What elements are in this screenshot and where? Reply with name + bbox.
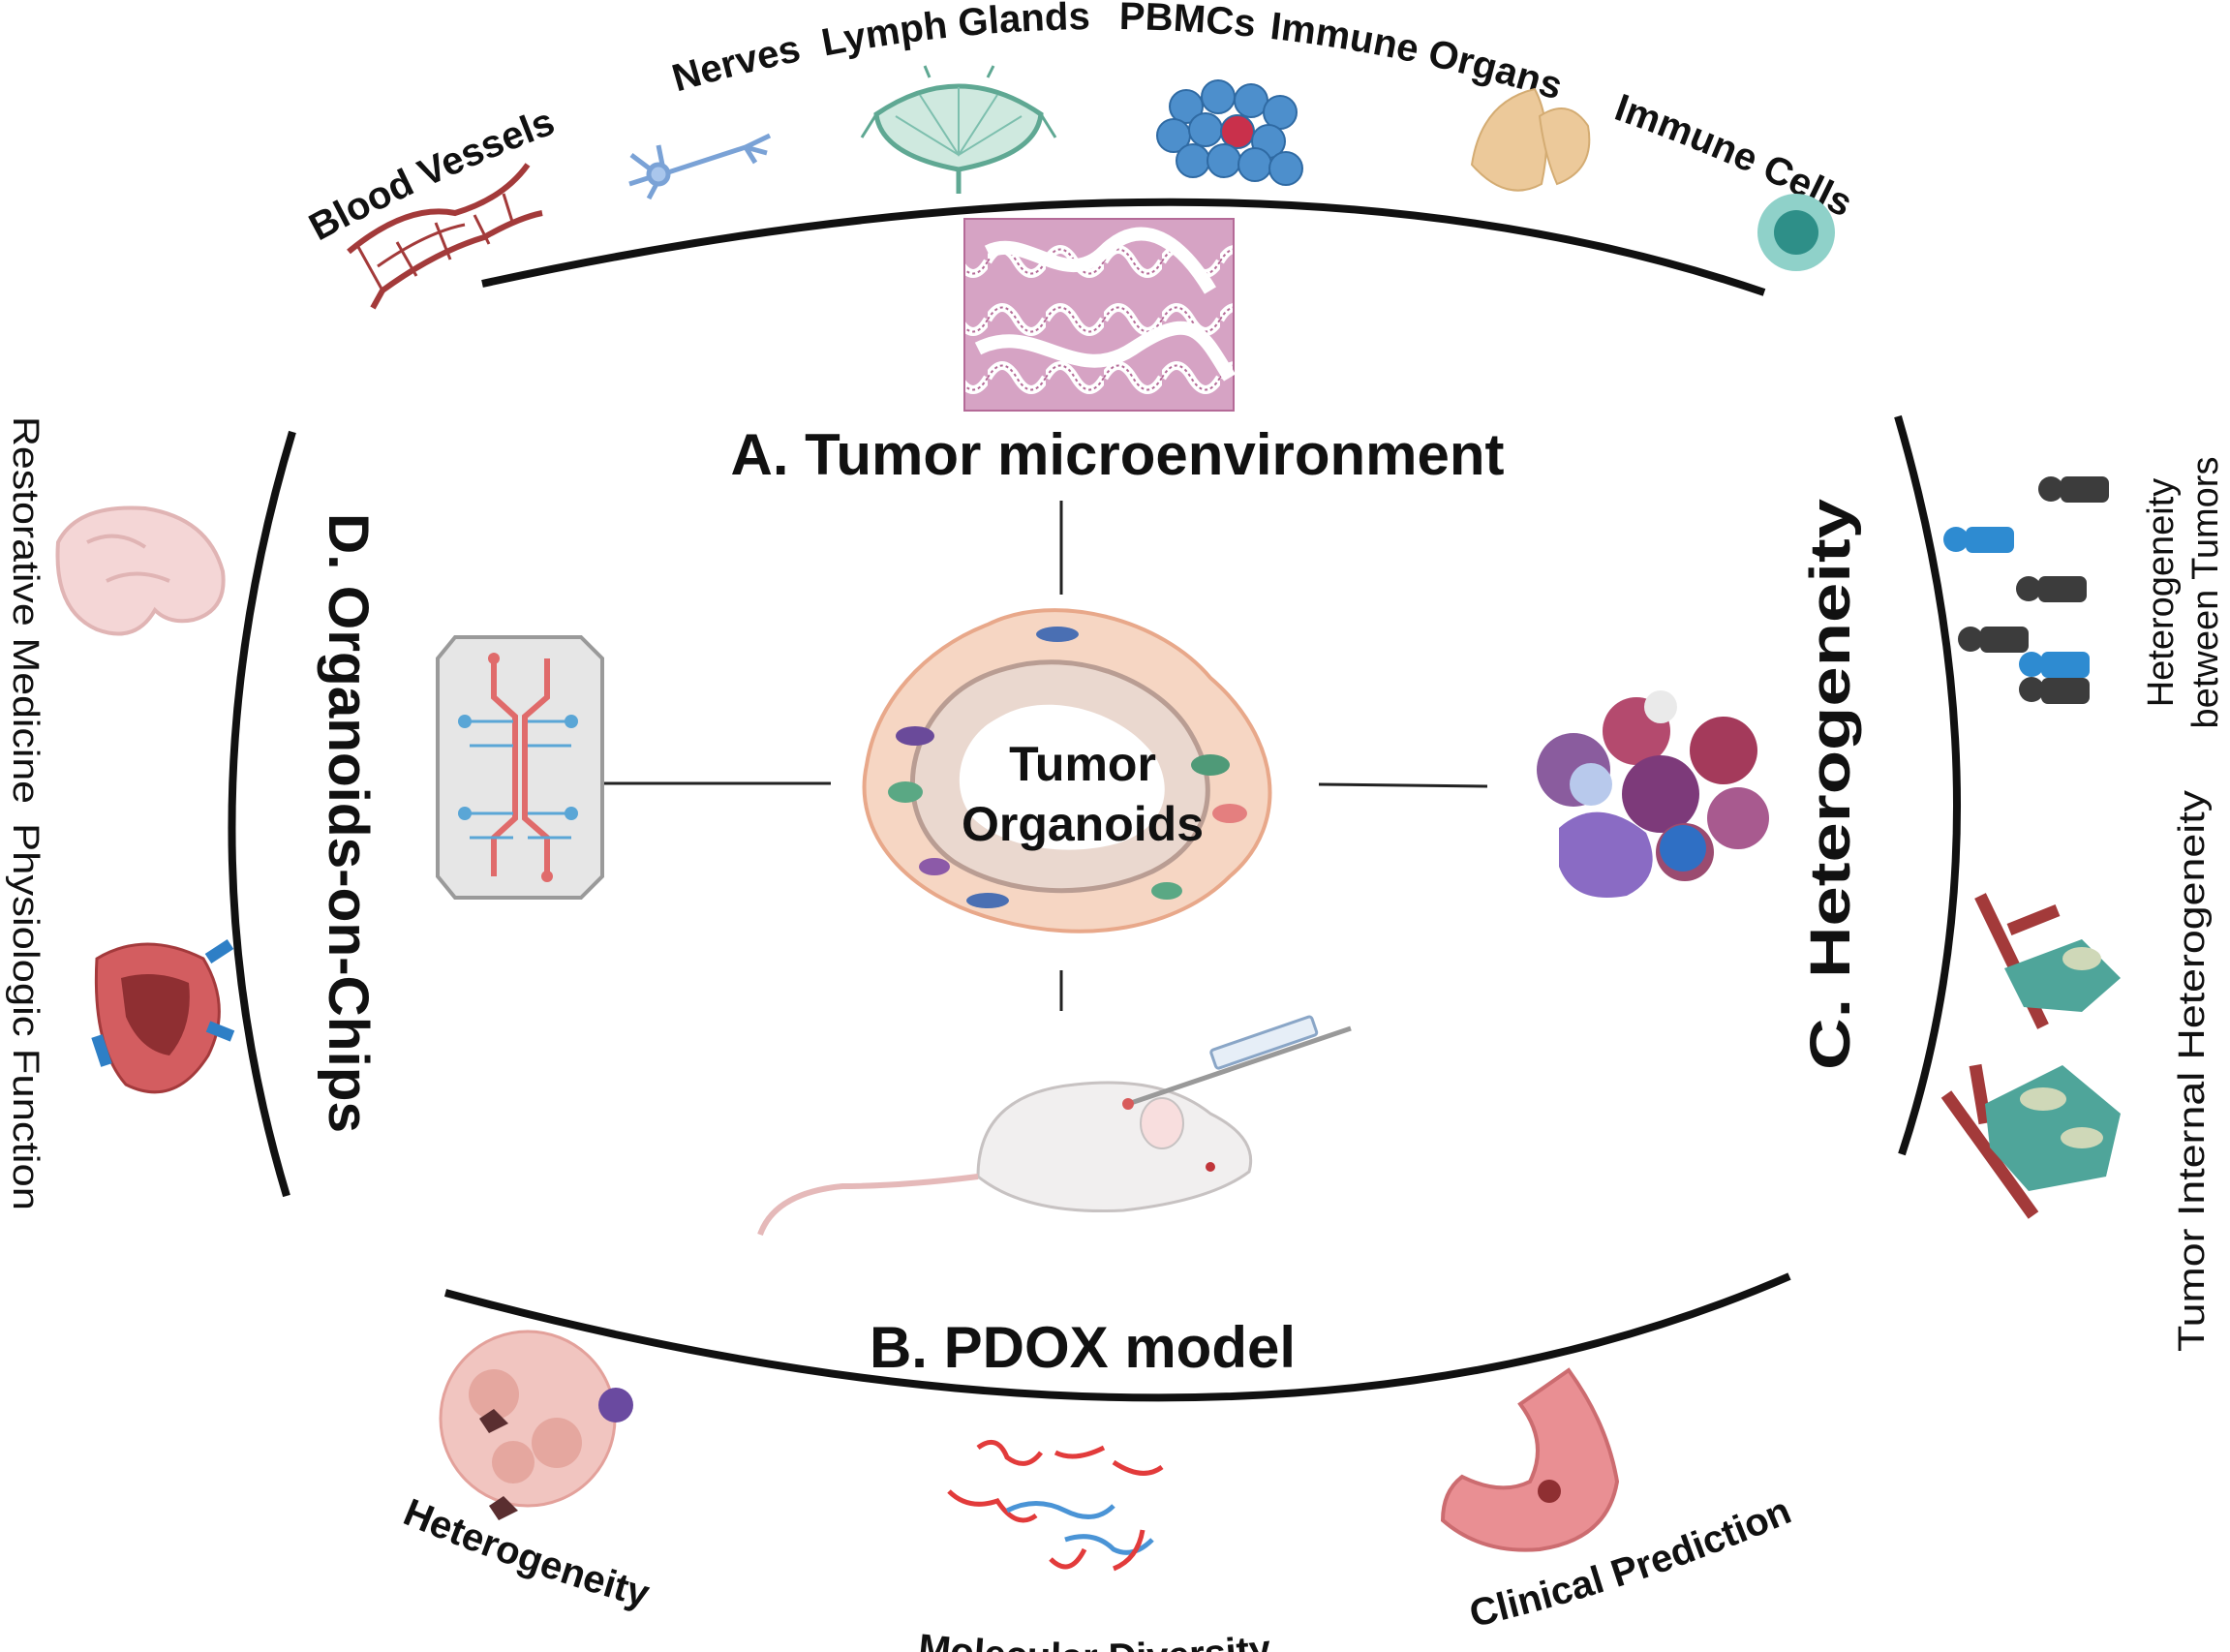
people-icons bbox=[1943, 476, 2109, 704]
label-tumor-internal-heterogeneity: Tumor Internal Heterogeneity bbox=[2172, 790, 2213, 1352]
mixed-cells-icon bbox=[1537, 690, 1769, 898]
label-heterogeneity-between-line2: between Tumors bbox=[2185, 457, 2226, 729]
label-pbmcs: PBMCs bbox=[1118, 0, 1257, 46]
pbmcs-icon bbox=[1156, 79, 1303, 186]
label-restorative-medicine: Restorative Medicine bbox=[5, 416, 46, 804]
arc-bottom bbox=[443, 1272, 1791, 1402]
mouse-icon bbox=[757, 1081, 1253, 1237]
label-heterogeneity-bottom: Heterogeneity bbox=[398, 1491, 655, 1616]
lymph-gland-icon bbox=[860, 65, 1057, 194]
section-title-organoids-on-chips: D. Organoids-on-Chips bbox=[317, 513, 380, 1133]
person-icon bbox=[2016, 576, 2087, 602]
center-label-line2: Organoids bbox=[962, 797, 1204, 851]
label-nerves: Nerves bbox=[667, 27, 804, 100]
arc-left bbox=[228, 430, 296, 1198]
label-lymph-glands: Lymph Glands bbox=[818, 0, 1090, 65]
blood-vessels-icon bbox=[347, 163, 543, 310]
arc-right bbox=[1894, 414, 1961, 1156]
label-heterogeneity-between-line1: Heterogeneity bbox=[2141, 478, 2182, 708]
stomach-icon bbox=[1440, 1367, 1620, 1552]
center-label-line1: Tumor bbox=[1009, 737, 1156, 791]
molecular-diversity-icon bbox=[947, 1439, 1164, 1572]
section-title-pdox-model: B. PDOX model bbox=[870, 1315, 1296, 1380]
person-icon bbox=[1958, 627, 2029, 653]
tumor-cluster-icon bbox=[1940, 1063, 2121, 1219]
label-molecular-diversity: Molecular Diversity bbox=[916, 1627, 1273, 1652]
immune-cell-icon bbox=[1757, 194, 1835, 271]
tumor-cluster-icon bbox=[1974, 893, 2121, 1029]
tissue-histology-image bbox=[963, 218, 1237, 412]
heart-icon bbox=[91, 938, 235, 1094]
tumor-organoid-illustration bbox=[862, 608, 1272, 933]
connector-right bbox=[1318, 782, 1488, 788]
label-physiologic-function: Physiologic Function bbox=[5, 823, 46, 1210]
section-title-tumor-microenvironment: A. Tumor microenvironment bbox=[731, 422, 1505, 487]
person-icon bbox=[2019, 652, 2090, 678]
heterogeneity-cells-icon bbox=[439, 1330, 633, 1520]
organ-on-chip-icon bbox=[436, 635, 604, 900]
arc-top bbox=[481, 198, 1766, 296]
syringe-icon bbox=[1122, 1015, 1352, 1110]
person-icon bbox=[2019, 677, 2090, 704]
person-icon bbox=[2038, 476, 2109, 503]
nerve-icon bbox=[628, 133, 772, 200]
immune-organ-icon bbox=[1470, 87, 1591, 192]
brain-icon bbox=[55, 505, 226, 636]
person-icon bbox=[1943, 527, 2014, 553]
section-title-heterogeneity: C. Heterogeneity bbox=[1799, 499, 1862, 1070]
